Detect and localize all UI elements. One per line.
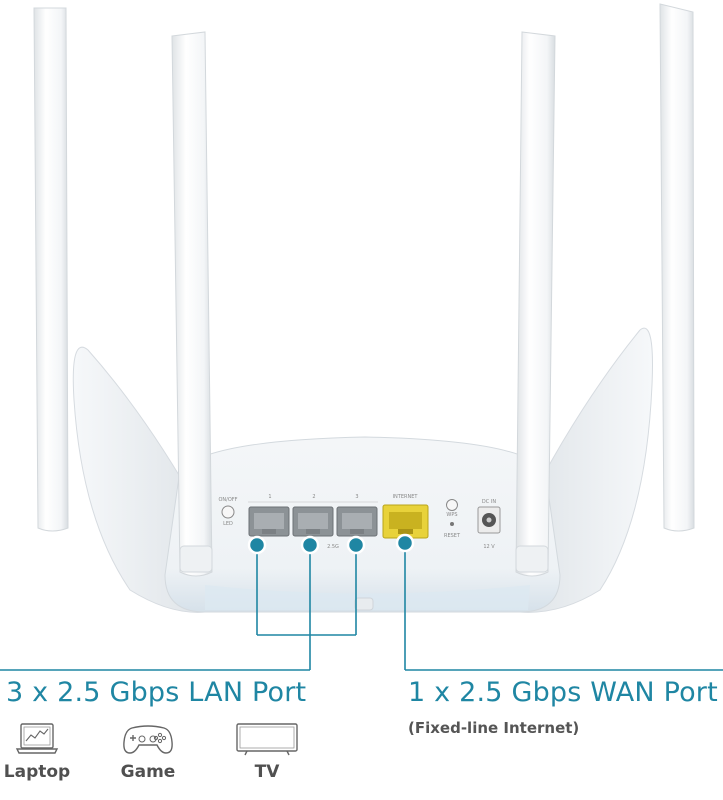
voltage-label: 12 V bbox=[483, 544, 495, 550]
tv-label: TV bbox=[254, 762, 280, 782]
antenna-far-right bbox=[659, 3, 695, 532]
dc-in-label: DC IN bbox=[482, 499, 496, 505]
port-number-1: 1 bbox=[268, 494, 271, 500]
power-button-label: ON/OFF bbox=[218, 497, 237, 503]
lan-port-2[interactable] bbox=[292, 506, 334, 537]
gamepad-icon bbox=[123, 725, 173, 754]
lan-speed-label: 2.5G bbox=[327, 544, 339, 550]
wan-port-title: 1 x 2.5 Gbps WAN Port bbox=[408, 677, 718, 708]
reset-label: RESET bbox=[444, 533, 461, 539]
wan-callout-line bbox=[404, 546, 723, 671]
callout-markers bbox=[247, 533, 415, 555]
antenna-front-right bbox=[515, 31, 556, 577]
laptop-label: Laptop bbox=[3, 762, 71, 782]
wps-label: WPS bbox=[446, 512, 457, 518]
wan-port-subtitle: (Fixed-line Internet) bbox=[408, 719, 580, 737]
power-button[interactable] bbox=[221, 505, 235, 519]
device-laptop: Laptop bbox=[0, 722, 82, 782]
port-number-2: 2 bbox=[312, 494, 315, 500]
wan-port[interactable] bbox=[382, 504, 429, 539]
antenna-far-left bbox=[33, 7, 69, 532]
device-tv: TV bbox=[222, 722, 312, 782]
device-game: Game bbox=[103, 722, 193, 782]
game-label: Game bbox=[120, 762, 176, 782]
lan-port-title: 3 x 2.5 Gbps LAN Port bbox=[6, 677, 307, 708]
reset-button[interactable] bbox=[450, 522, 454, 526]
lan-port-1[interactable] bbox=[248, 506, 290, 537]
antenna-front-left bbox=[171, 31, 213, 577]
internet-port-label: INTERNET bbox=[393, 494, 419, 500]
lan-callout-lines bbox=[0, 546, 357, 671]
wps-button[interactable] bbox=[446, 499, 458, 511]
lan-port-3[interactable] bbox=[336, 506, 378, 537]
dc-power-jack[interactable] bbox=[477, 506, 501, 534]
laptop-icon bbox=[15, 723, 59, 754]
port-number-3: 3 bbox=[355, 494, 358, 500]
led-label: LED bbox=[223, 521, 233, 527]
tv-icon bbox=[236, 723, 298, 756]
